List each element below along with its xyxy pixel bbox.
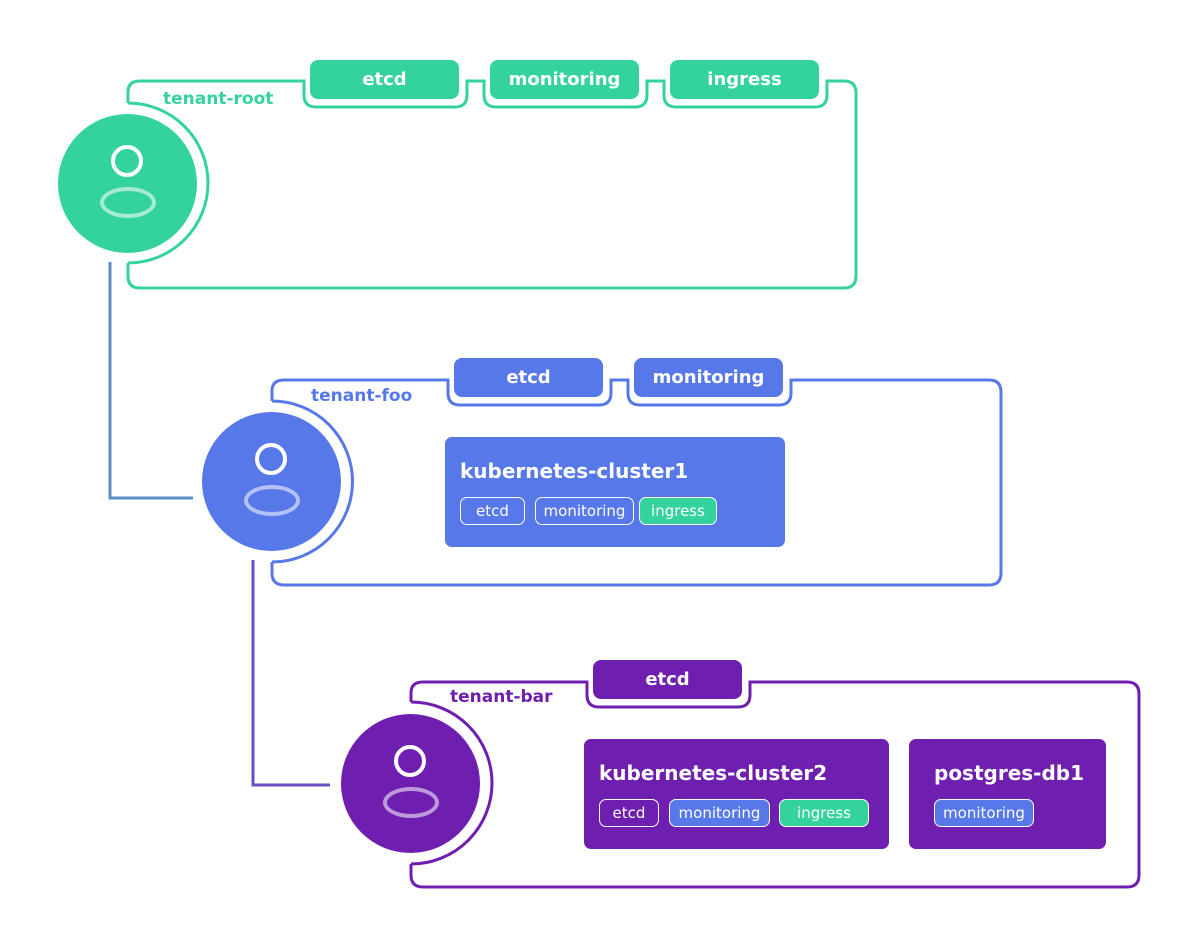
tenant-root-service-monitoring[interactable]: monitoring xyxy=(490,60,639,99)
chip-monitoring: monitoring xyxy=(535,497,634,525)
user-icon xyxy=(58,114,197,253)
tenant-bar-avatar[interactable] xyxy=(341,714,480,853)
tenant-root-frame xyxy=(126,79,858,290)
tenant-foo-label: tenant-foo xyxy=(311,386,413,406)
tenant-foo-frame xyxy=(270,378,1003,587)
resource-kubernetes-cluster2[interactable]: kubernetes-cluster2 etcd monitoring ingr… xyxy=(584,739,889,849)
resource-kubernetes-cluster1[interactable]: kubernetes-cluster1 etcd monitoring ingr… xyxy=(445,437,785,547)
tenant-root-service-ingress[interactable]: ingress xyxy=(670,60,819,99)
user-icon xyxy=(341,714,480,853)
tenant-bar-label: tenant-bar xyxy=(450,687,553,707)
connector-foo-to-bar xyxy=(251,560,330,787)
connector-root-to-foo xyxy=(108,262,193,500)
tenant-root-avatar[interactable] xyxy=(58,114,197,253)
tenant-foo-service-monitoring[interactable]: monitoring xyxy=(634,358,783,397)
tenant-bar-service-etcd[interactable]: etcd xyxy=(593,660,742,699)
user-icon xyxy=(202,412,341,551)
chip-etcd: etcd xyxy=(599,799,659,827)
resource-title: postgres-db1 xyxy=(934,761,1085,785)
tenant-root-label: tenant-root xyxy=(163,89,274,109)
chip-etcd: etcd xyxy=(460,497,525,525)
chip-monitoring: monitoring xyxy=(934,799,1034,827)
tenant-bar-frame xyxy=(409,680,1141,889)
tenant-foo-avatar[interactable] xyxy=(202,412,341,551)
resource-title: kubernetes-cluster1 xyxy=(460,459,689,483)
chip-monitoring: monitoring xyxy=(669,799,770,827)
chip-ingress: ingress xyxy=(779,799,869,827)
chip-ingress: ingress xyxy=(639,497,717,525)
resource-postgres-db1[interactable]: postgres-db1 monitoring xyxy=(909,739,1106,849)
tenant-root-service-etcd[interactable]: etcd xyxy=(310,60,459,99)
tenant-foo-service-etcd[interactable]: etcd xyxy=(454,358,603,397)
resource-title: kubernetes-cluster2 xyxy=(599,761,828,785)
